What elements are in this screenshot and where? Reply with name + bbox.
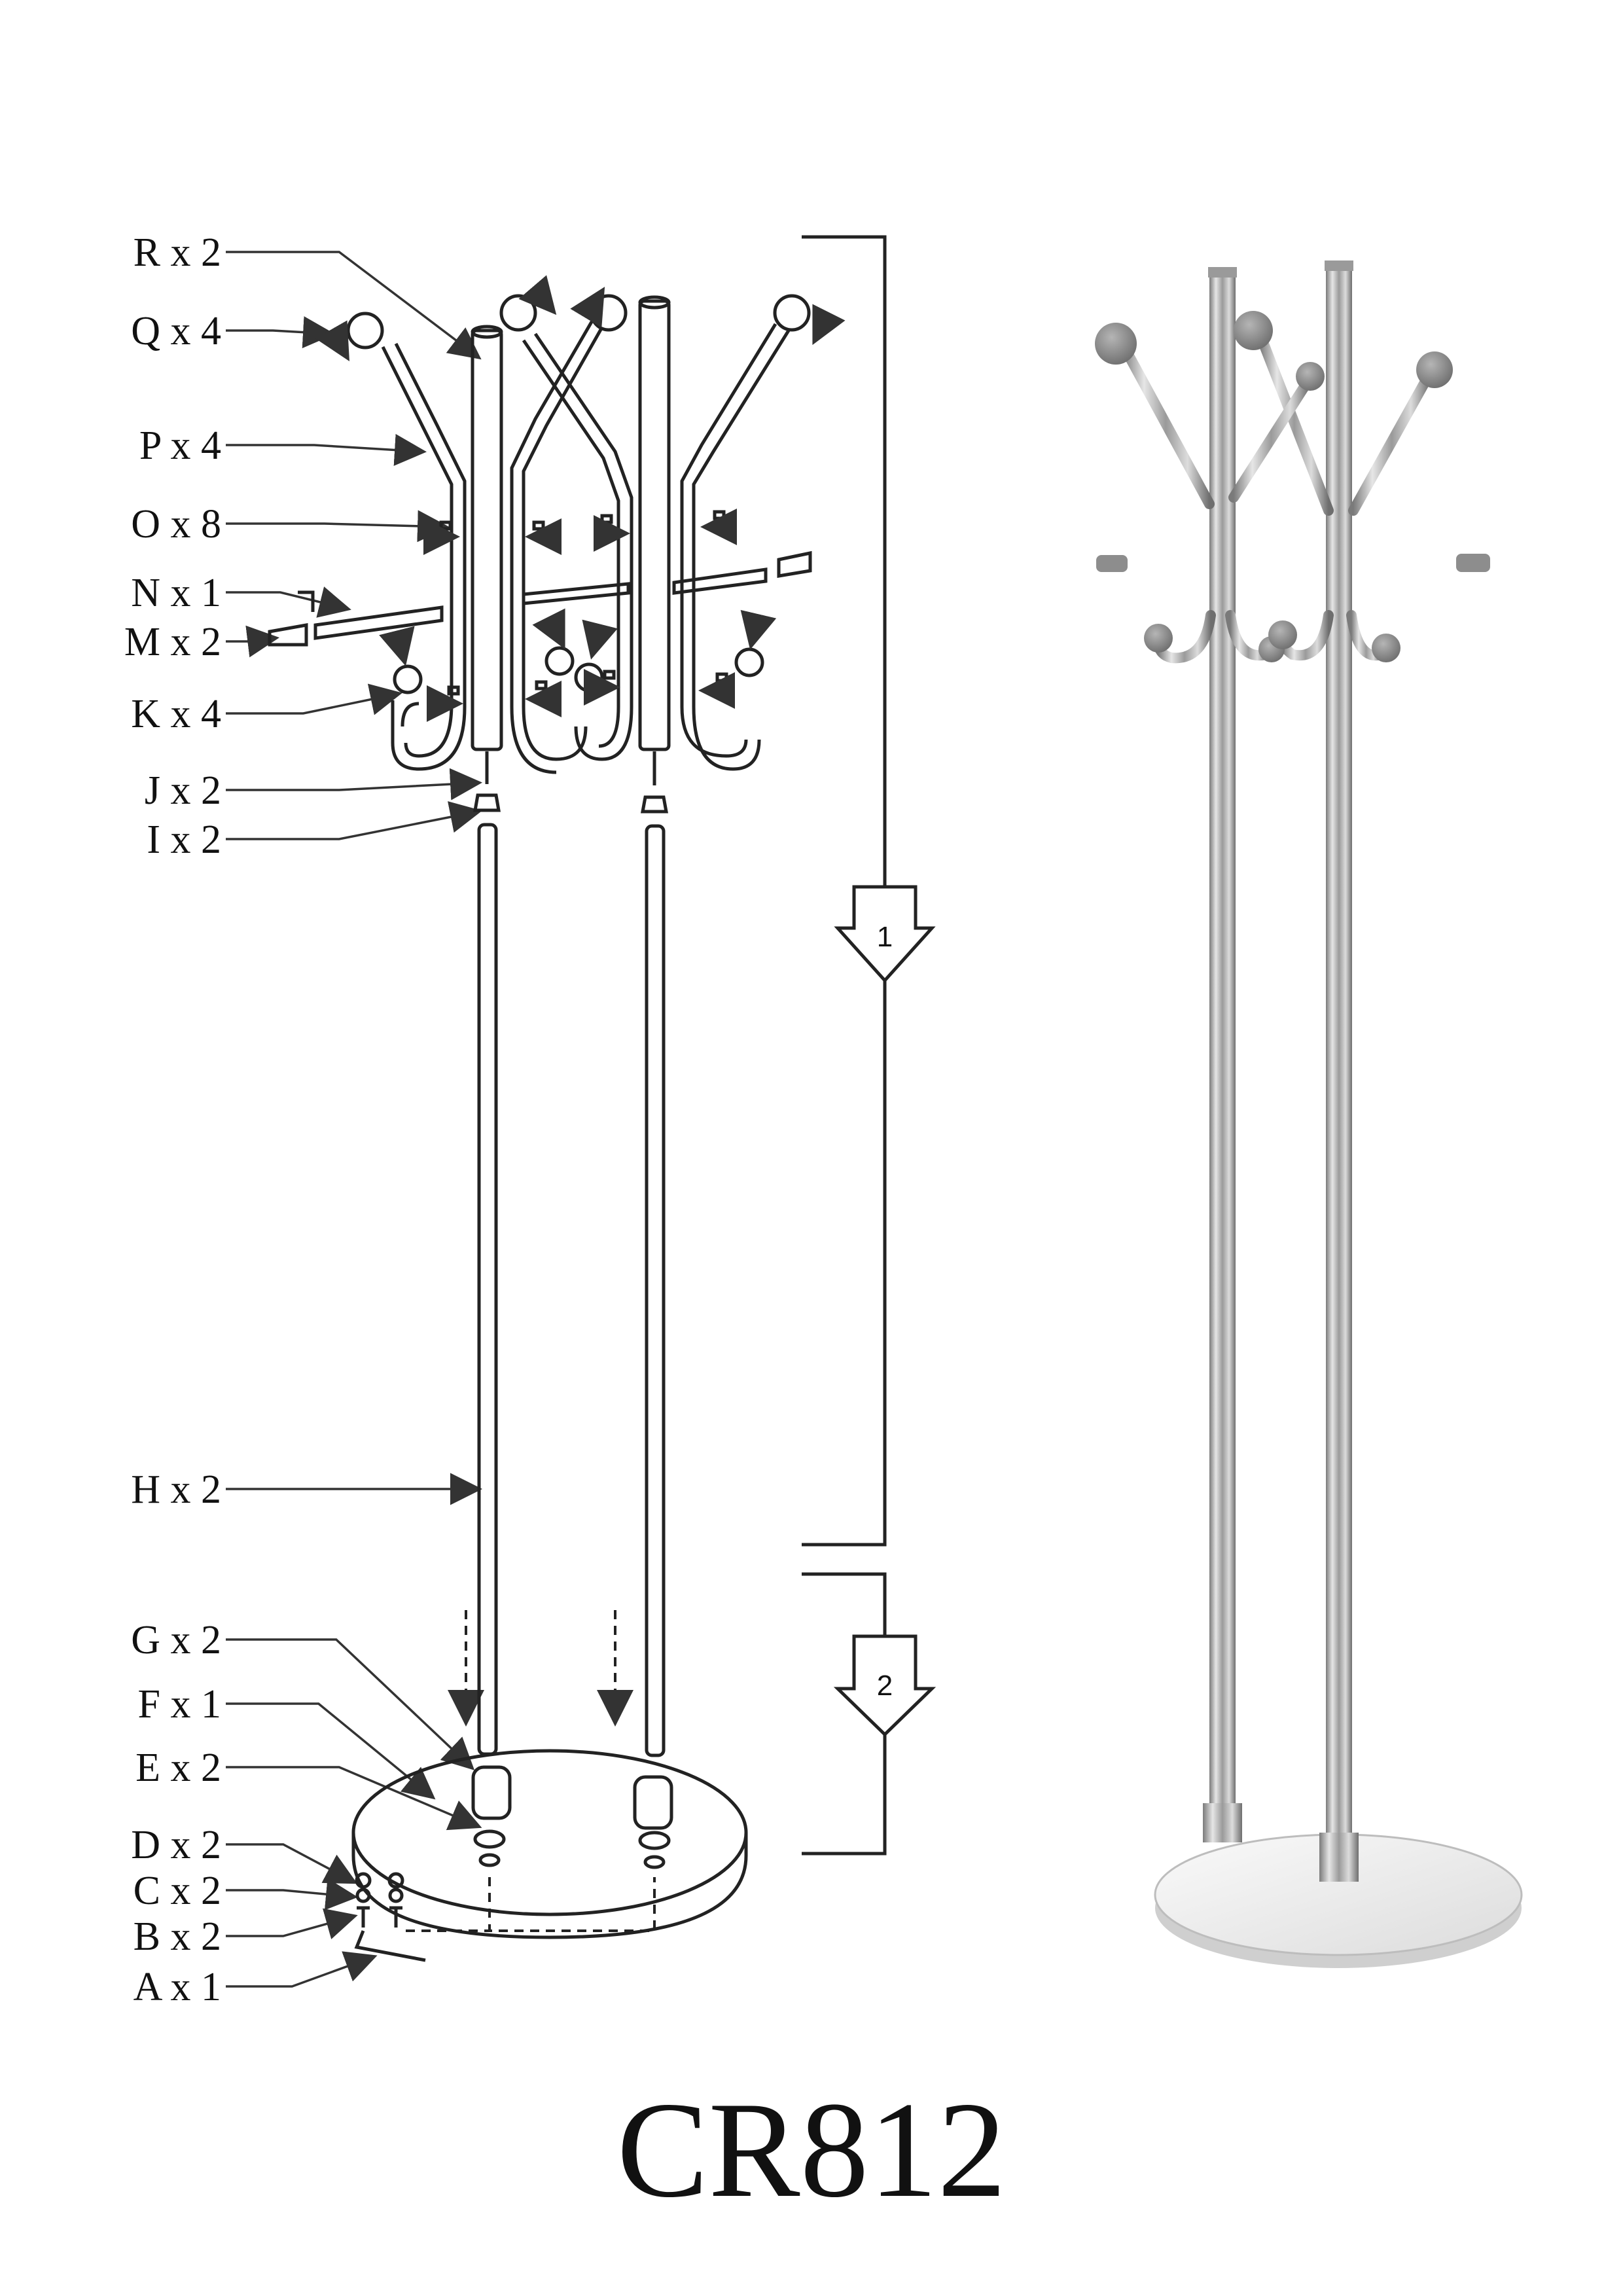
photo-pole-right [1326, 265, 1352, 1842]
top-hook-assembly [268, 294, 812, 814]
ball-k-1 [393, 664, 423, 694]
washer-c-left [355, 1888, 371, 1903]
leader-p [226, 434, 427, 466]
long-poles-h [477, 823, 666, 1757]
arm-p-3 [533, 332, 633, 761]
part-label-b: B x 2 [134, 1914, 221, 1959]
leader-d [226, 1843, 358, 1884]
ball-q-4 [773, 294, 811, 332]
photo-pole-left [1209, 272, 1236, 1803]
leader-c [226, 1878, 358, 1910]
model-number: CR812 [616, 2074, 1007, 2226]
leader-g [226, 1638, 475, 1770]
fit-arrows [315, 275, 846, 1727]
sleeve-g-left [471, 1765, 512, 1820]
washer-d-left [355, 1872, 372, 1889]
part-label-f: F x 1 [138, 1682, 221, 1727]
step-2-label: 2 [877, 1670, 893, 1702]
coupler-i-left [473, 793, 501, 812]
arm-p-4 [522, 326, 604, 761]
part-label-n: N x 1 [131, 571, 221, 615]
ball-k-4 [734, 647, 764, 677]
leader-j [226, 768, 482, 800]
leader-b [226, 1908, 358, 1939]
part-label-k: K x 4 [131, 692, 221, 736]
part-label-r: R x 2 [134, 230, 221, 275]
product-photo [1095, 260, 1523, 1968]
part-label-q: Q x 4 [131, 309, 221, 353]
step-2-arrow [833, 1634, 936, 1737]
leader-f [226, 1702, 436, 1800]
leader-k [226, 683, 402, 715]
leader-e [226, 1766, 482, 1831]
part-label-p: P x 4 [139, 423, 221, 468]
part-label-g: G x 2 [131, 1618, 221, 1662]
ball-k-2 [544, 646, 575, 676]
cap-m-left [268, 623, 308, 647]
step-brackets [802, 235, 936, 1856]
bolt-b-left [357, 1906, 370, 1928]
cap-m-right [777, 550, 812, 578]
base-f-top [351, 1749, 748, 1916]
part-label-c: C x 2 [134, 1869, 221, 1913]
part-label-o: O x 8 [131, 502, 221, 547]
washer-e-left [473, 1829, 506, 1849]
base-assembly [351, 1749, 748, 1962]
top-pole-left [471, 329, 503, 751]
leader-a [226, 1951, 378, 1988]
part-label-e: E x 2 [135, 1746, 221, 1790]
leader-r [226, 251, 482, 360]
part-label-d: D x 2 [131, 1823, 221, 1867]
arm-p-2 [692, 329, 791, 771]
step-1-arrow [834, 885, 936, 983]
part-label-a: A x 1 [134, 1965, 221, 2009]
leader-i [226, 801, 482, 840]
part-label-m: M x 2 [124, 620, 221, 664]
sleeve-g-right [633, 1775, 673, 1830]
part-label-j: J x 2 [145, 768, 221, 813]
leader-o [226, 510, 450, 543]
top-pole-right [638, 299, 671, 751]
part-label-h: H x 2 [131, 1467, 221, 1512]
leader-q [226, 316, 335, 349]
allen-key-a [354, 1930, 426, 1962]
bar-n [313, 605, 444, 640]
part-label-i: I x 2 [147, 817, 221, 862]
leader-n [226, 586, 351, 618]
leader-m [226, 625, 279, 658]
ball-q-2 [499, 294, 537, 332]
ball-q-1 [346, 312, 384, 350]
step-1-label: 1 [877, 921, 893, 953]
